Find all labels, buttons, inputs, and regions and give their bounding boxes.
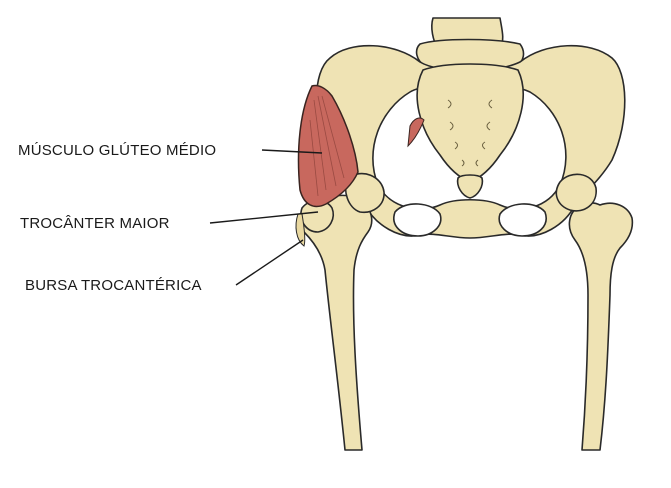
sacral-foramina [447, 99, 493, 167]
sacrum [416, 63, 524, 183]
femur-shaft-left [568, 202, 634, 451]
obturator-foramen-left [498, 203, 547, 237]
obturator-foramen-right [393, 203, 442, 237]
pelvis [315, 44, 626, 239]
gluteus-medius-fibers [309, 95, 345, 197]
coccyx [456, 174, 484, 199]
leader-line-trochanter [209, 211, 319, 224]
femur-left [555, 173, 634, 451]
femoral-head-right [344, 172, 385, 214]
femur-shaft-right [299, 194, 373, 451]
trochanteric-bursa [295, 213, 306, 247]
leader-line-bursa [235, 239, 304, 286]
label-trochanteric-bursa: BURSA TROCANTÉRICA [25, 277, 202, 294]
gluteus-medius-muscle-left-partial [407, 117, 425, 148]
femoral-head-left [555, 173, 597, 212]
leader-line-gluteus [261, 149, 323, 154]
label-greater-trochanter: TROCÂNTER MAIOR [20, 215, 170, 232]
lumbar-spine [415, 17, 525, 70]
label-gluteus-medius: MÚSCULO GLÚTEO MÉDIO [18, 142, 217, 159]
leader-lines [209, 149, 323, 286]
femur-right [299, 172, 385, 451]
